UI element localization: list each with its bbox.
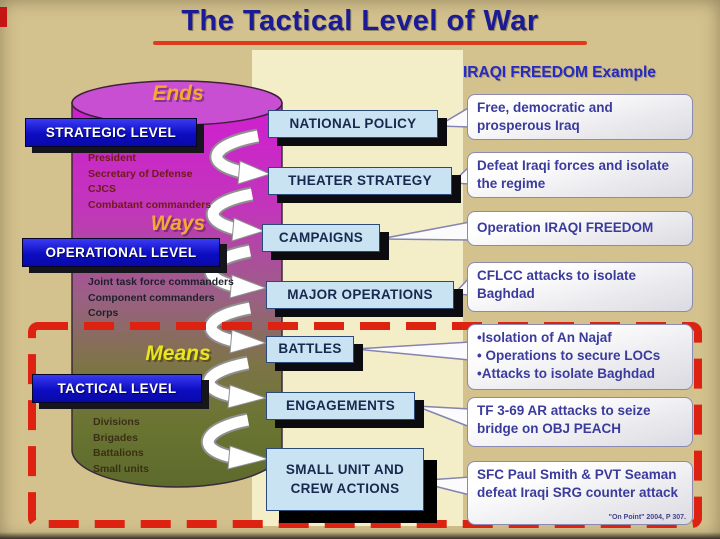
callout-theater-strategy-example: Defeat Iraqi forces and isolate the regi… [467,152,693,198]
means-label: Means [145,342,211,365]
callout-national-policy-example: Free, democratic and prosperous Iraq [467,94,693,140]
flow-arrow [203,300,268,354]
role-item: Secretary of Defense [88,167,193,180]
callout-tail [379,221,471,241]
callout-battles-example: •Isolation of An Najaf • Operations to s… [467,324,693,390]
strategic-roles: President Secretary of Defense CJCS Comb… [88,151,211,213]
tactical-roles: Divisions Brigades Battalions Small unit… [93,415,149,477]
flow-arrows [200,128,272,470]
flow-arrow [201,355,268,409]
operational-roles: Joint task force commanders Component co… [88,275,234,322]
ends-label: Ends [152,82,204,105]
callout-line: Operation IRAQI FREEDOM [477,220,654,235]
slide-title: The Tactical Level of War [181,5,539,37]
callout-engagements-example: TF 3-69 AR attacks to seize bridge on OB… [467,397,693,447]
callout-line: SFC Paul Smith & PVT Seaman defeat Iraqi… [477,467,679,500]
callout-major-operations-example: CFLCC attacks to isolate Baghdad [467,262,693,312]
callout-line: Defeat Iraqi forces and isolate the regi… [477,158,670,191]
role-item: Small units [93,462,150,475]
role-item: Brigades [93,431,138,444]
role-item: Component commanders [88,291,215,304]
flow-box-national-policy: NATIONAL POLICY [268,110,438,138]
tactical-level-box: TACTICAL LEVEL [32,374,202,403]
callout-small-unit-example: SFC Paul Smith & PVT Seaman defeat Iraqi… [467,461,693,525]
callout-tail [435,105,471,128]
callout-campaigns-example: Operation IRAQI FREEDOM [467,211,693,246]
callout-line: • Operations to secure LOCs [477,347,661,363]
flow-arrow [205,186,266,242]
flow-arrow [209,128,272,185]
operational-level-box: OPERATIONAL LEVEL [22,238,220,267]
flow-arrow [200,412,270,470]
title-underline [153,41,587,45]
callout-line: •Attacks to isolate Baghdad [477,365,656,381]
ways-label: Ways [150,212,206,235]
callout-tail [415,405,471,429]
source-citation: "On Point" 2004, P 307. [608,513,686,521]
flow-box-engagements: ENGAGEMENTS [266,392,415,420]
red-edge-tick [0,7,7,27]
flow-box-major-operations: MAJOR OPERATIONS [266,281,454,309]
callout-tails [352,105,471,496]
callout-line: Free, democratic and prosperous Iraq [477,100,613,133]
role-item: Corps [88,307,119,319]
callout-tail [354,341,471,361]
role-item: President [88,152,136,164]
flow-arrow [203,243,268,299]
role-item: Battalions [93,447,144,459]
example-column-header: IRAQI FREEDOM Example [463,64,656,81]
flow-box-campaigns: CAMPAIGNS [262,224,380,252]
slide-bottom-edge [0,532,720,539]
tactical-dashed-border [28,322,702,528]
strategic-level-box: STRATEGIC LEVEL [25,118,197,147]
role-item: Combatant commanders [88,198,212,211]
flow-box-theater-strategy: THEATER STRATEGY [268,167,452,195]
flow-box-battles: BATTLES [266,336,354,363]
flow-box-small-unit-crew-actions: SMALL UNIT AND CREW ACTIONS [266,448,424,511]
callout-line: •Isolation of An Najaf [477,330,612,345]
role-item: CJCS [88,183,117,195]
role-item: Divisions [93,416,140,428]
callout-line: TF 3-69 AR attacks to seize bridge on OB… [477,403,651,436]
role-item: Joint task force commanders [88,276,234,288]
callout-line: CFLCC attacks to isolate Baghdad [477,268,637,301]
